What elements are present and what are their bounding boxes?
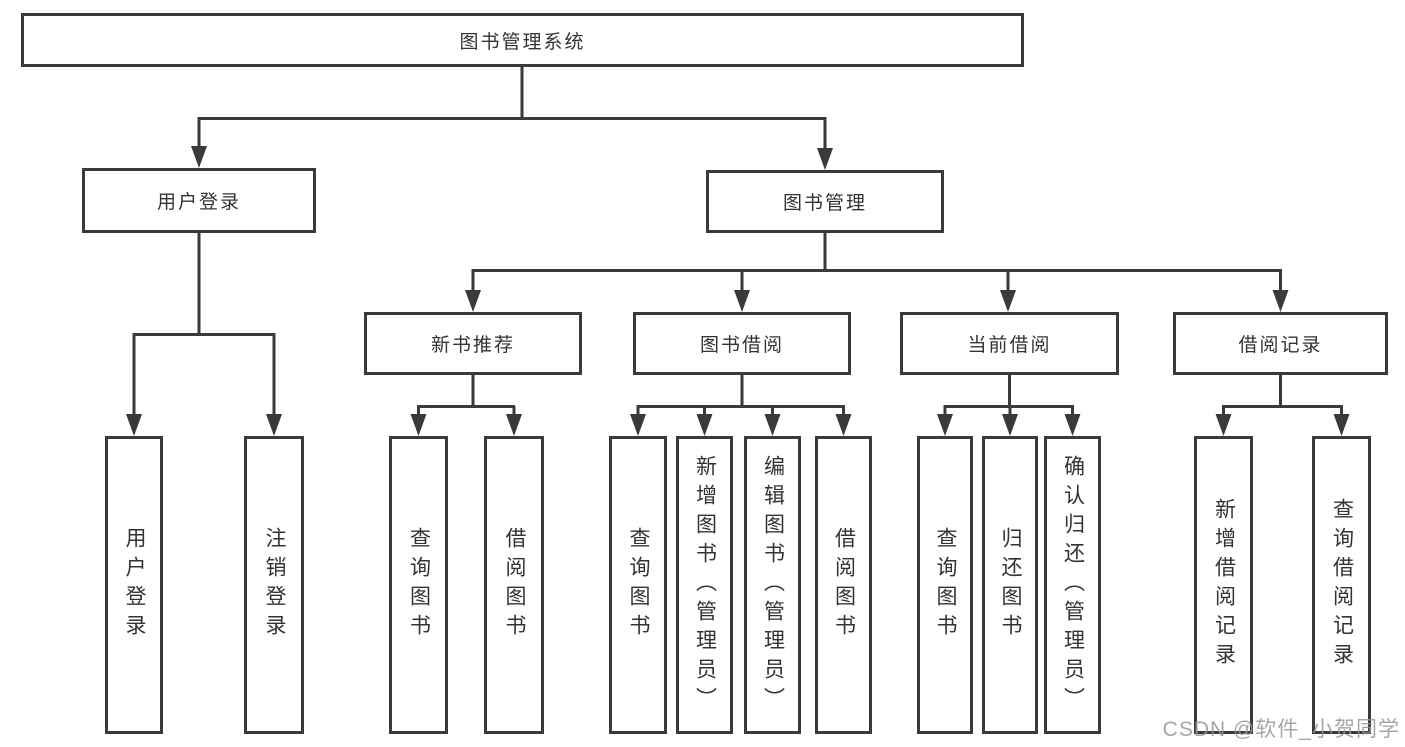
node-book-borrow-label: 图书借阅 [699, 335, 784, 356]
leaf-query-books-borrow: 查询图书 [609, 436, 667, 734]
leaf-logout-label: 注销登录 [263, 527, 286, 643]
leaf-add-book-admin: 新增图书（管理员） [676, 436, 733, 734]
leaf-query-borrow-record-label: 查询借阅记录 [1330, 498, 1354, 672]
leaf-borrow-books: 借阅图书 [815, 436, 872, 734]
leaf-query-books-borrow-label: 查询图书 [627, 527, 650, 643]
leaf-borrow-books-label: 借阅图书 [832, 527, 856, 643]
leaf-query-books-current: 查询图书 [917, 436, 973, 734]
node-borrow-records-label: 借阅记录 [1238, 335, 1323, 356]
leaf-confirm-return-admin: 确认归还（管理员） [1044, 436, 1101, 734]
leaf-add-book-admin-label: 新增图书（管理员） [693, 454, 717, 716]
node-root-library-system: 图书管理系统 [21, 13, 1024, 67]
node-new-book-recommend-label: 新书推荐 [430, 335, 515, 356]
leaf-confirm-return-admin-label: 确认归还（管理员） [1061, 454, 1085, 716]
node-borrow-records: 借阅记录 [1173, 312, 1388, 375]
leaf-borrow-books-recommend-label: 借阅图书 [503, 527, 526, 643]
leaf-logout: 注销登录 [244, 436, 304, 734]
node-user-login: 用户登录 [82, 168, 316, 233]
node-user-login-label: 用户登录 [156, 192, 241, 213]
leaf-query-books-current-label: 查询图书 [934, 527, 957, 643]
leaf-user-login: 用户登录 [105, 436, 163, 734]
node-current-borrow: 当前借阅 [900, 312, 1119, 375]
leaf-edit-book-admin: 编辑图书（管理员） [744, 436, 801, 734]
leaf-add-borrow-record: 新增借阅记录 [1194, 436, 1253, 734]
node-root-label: 图书管理系统 [459, 31, 586, 53]
node-book-management: 图书管理 [706, 170, 944, 233]
node-book-borrow: 图书借阅 [633, 312, 851, 375]
leaf-borrow-books-recommend: 借阅图书 [484, 436, 544, 734]
leaf-return-books-label: 归还图书 [999, 527, 1022, 643]
leaf-query-books-recommend: 查询图书 [389, 436, 448, 734]
leaf-user-login-label: 用户登录 [123, 527, 146, 643]
node-book-management-label: 图书管理 [782, 193, 867, 214]
leaf-query-books-recommend-label: 查询图书 [407, 527, 431, 643]
node-new-book-recommend: 新书推荐 [364, 312, 582, 375]
leaf-query-borrow-record: 查询借阅记录 [1312, 436, 1371, 734]
leaf-return-books: 归还图书 [982, 436, 1038, 734]
leaf-add-borrow-record-label: 新增借阅记录 [1212, 498, 1236, 672]
node-current-borrow-label: 当前借阅 [967, 335, 1052, 356]
leaf-edit-book-admin-label: 编辑图书（管理员） [761, 454, 785, 716]
